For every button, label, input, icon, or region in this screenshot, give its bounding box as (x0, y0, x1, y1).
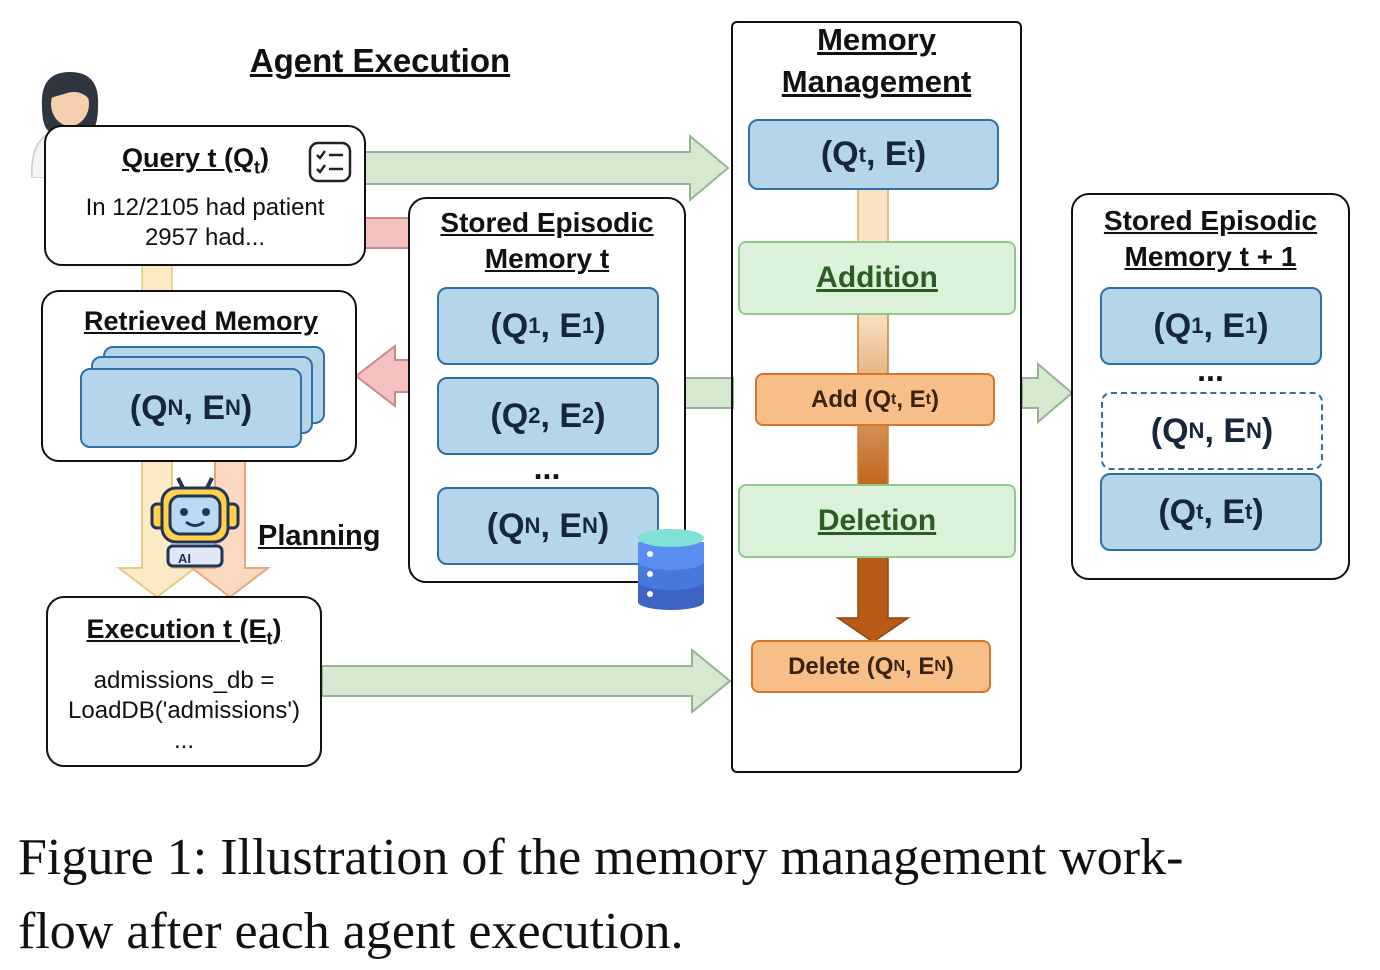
robot-icon: AI (150, 477, 240, 568)
execution-code-line1: admissions_db = (93, 667, 275, 694)
query-text-line1: In 12/2105 had patient (85, 194, 325, 221)
memory-to-stored-next-arrow (1021, 361, 1074, 425)
stored-to-retrieved-arrow (354, 343, 411, 409)
query-to-memory-arrow (364, 133, 730, 203)
stored-next-ellipsis: ... (1197, 352, 1224, 388)
memory-management-panel (731, 21, 1022, 773)
execution-code-line3: ... (173, 727, 194, 754)
memory-management-title-1: Memory (817, 22, 936, 57)
retrieved-memory-title: Retrieved Memory (83, 306, 319, 336)
addition-label: Addition (816, 261, 938, 294)
figure-caption-line2: flow after each agent execution. (18, 903, 684, 960)
query-box: Query t (Qt) In 12/2105 had patient 2957… (44, 125, 366, 266)
checklist-icon (308, 141, 352, 183)
robot-badge-label: AI (178, 551, 191, 566)
stored-memory-t-title-2: Memory t (484, 243, 610, 274)
stored-to-memory-connector (684, 377, 734, 409)
database-icon (638, 529, 704, 610)
figure-caption-line1: Figure 1: Illustration of the memory man… (18, 829, 1184, 886)
execution-box: Execution t (Et) admissions_db = LoadDB(… (46, 596, 322, 767)
query-title: Query t (Qt) (122, 143, 270, 178)
stored-memory-next-title-2: Memory t + 1 (1124, 241, 1297, 272)
stored-memory-next-title-1: Stored Episodic (1103, 205, 1318, 236)
memory-management-title-2: Management (781, 64, 972, 99)
deletion-box: Deletion (738, 484, 1016, 558)
addition-box: Addition (738, 241, 1016, 315)
stored-t-ellipsis: ... (533, 450, 561, 486)
query-to-stored-connector (361, 217, 411, 249)
execution-title: Execution t (Et) (86, 614, 282, 649)
query-to-retrieved-connector (141, 263, 173, 293)
execution-to-memory-arrow (321, 647, 732, 715)
deletion-label: Deletion (817, 504, 937, 537)
execution-code-line2: LoadDB('admissions') (68, 697, 300, 724)
stored-memory-t-title-1: Stored Episodic (440, 207, 654, 238)
query-text-line2: 2957 had... (144, 224, 266, 251)
memory-flow-shaft-upper (857, 187, 889, 243)
memory-flow-arrow-head (835, 555, 911, 643)
planning-label: Planning (258, 520, 381, 552)
agent-execution-title: Agent Execution (249, 42, 511, 79)
